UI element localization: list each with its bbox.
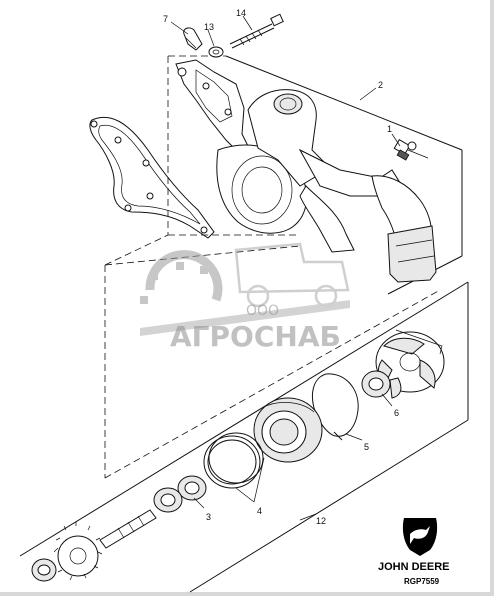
pump-assembly-frame <box>19 245 469 593</box>
seal-ring-part <box>361 370 391 398</box>
drive-gear-part <box>53 522 103 581</box>
o-ring-part <box>203 432 264 489</box>
callout-13: 13 <box>204 22 214 32</box>
upper-leader-lines <box>170 15 401 147</box>
callout-3: 3 <box>206 512 211 522</box>
lower-leader-lines <box>193 393 393 521</box>
bolt-part <box>229 13 284 49</box>
impeller-part <box>375 329 445 399</box>
temperature-sensor-part <box>393 138 429 161</box>
callout-14: 14 <box>236 8 246 18</box>
callout-1: 1 <box>387 124 392 134</box>
deer-logo-icon <box>402 518 438 556</box>
clamp-part <box>183 27 203 51</box>
brand-code: RGP7559 <box>404 577 440 586</box>
washer-part <box>208 46 224 58</box>
gasket-part <box>89 116 215 239</box>
front-bearing-part <box>31 558 57 582</box>
bearing-part <box>153 475 207 513</box>
callout-5: 5 <box>364 442 369 452</box>
shaft-part <box>99 509 157 549</box>
housing-assembly-frame <box>104 55 463 295</box>
watermark-company-name: АГРОСНАБ <box>170 320 341 353</box>
callout-2: 2 <box>378 80 383 90</box>
watermark <box>140 242 350 336</box>
callout-12: 7 <box>163 14 168 24</box>
callout-4: 4 <box>257 506 262 516</box>
brand-name: JOHN DEERE <box>378 561 450 573</box>
callout-7: 12 <box>316 516 326 526</box>
bearing-housing-part <box>253 397 323 463</box>
callout-6: 6 <box>394 408 399 418</box>
watermark-prefix: ООО <box>246 303 279 319</box>
water-pump-housing-part <box>175 59 437 283</box>
